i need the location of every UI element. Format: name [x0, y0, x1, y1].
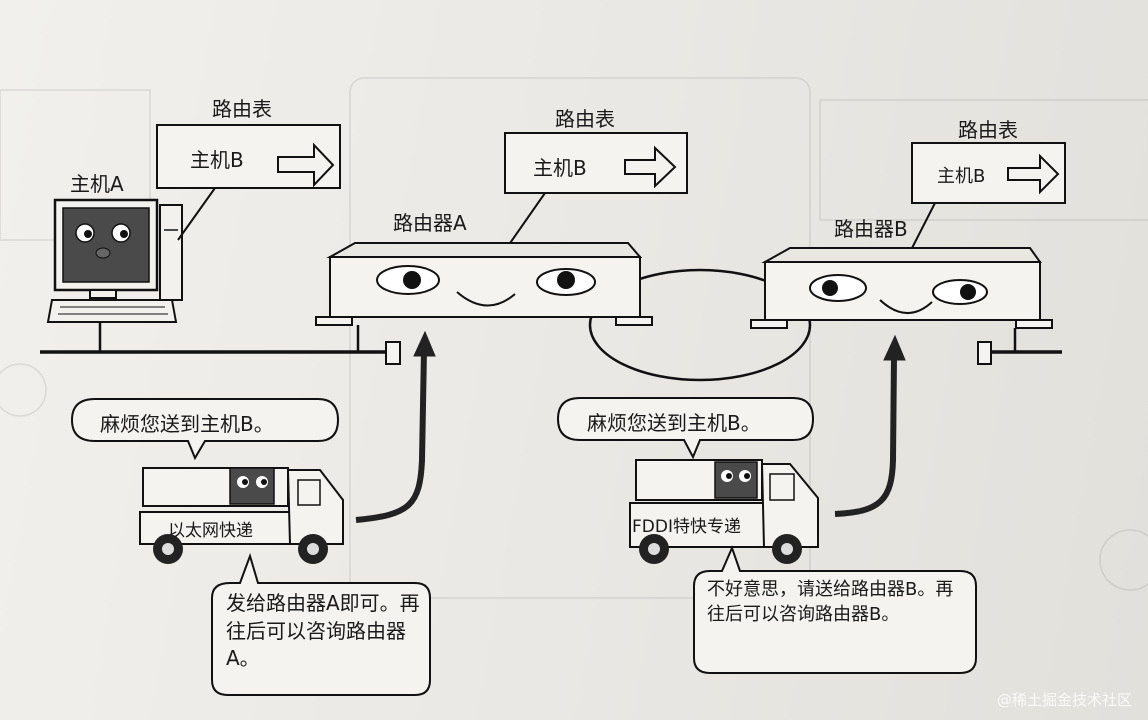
routing-table-2-entry: 主机B	[533, 156, 587, 180]
routing-table-1-entry: 主机B	[190, 148, 244, 172]
truck-2-reply-text: 不好意思，请送给路由器B。再往后可以咨询路由器B。	[707, 579, 954, 625]
fddi-ring	[588, 268, 812, 382]
routing-table-3-title: 路由表	[958, 118, 1018, 142]
reply-bubble-2	[693, 545, 977, 674]
terminator-b	[977, 341, 992, 365]
host-a-label: 主机A	[70, 172, 124, 196]
router-a-label: 路由器A	[393, 211, 467, 235]
router-b-label: 路由器B	[834, 217, 908, 241]
watermark: @稀土掘金技术社区	[996, 691, 1132, 709]
routing-table-2-title: 路由表	[555, 107, 615, 131]
truck-2-request-text: 麻烦您送到主机B。	[587, 411, 761, 435]
request-bubble-2	[556, 397, 815, 460]
request-bubble-1	[70, 398, 340, 461]
truck-fddi	[629, 459, 819, 564]
truck-2-company-label: FDDI特快专递	[632, 517, 741, 537]
router-b-device	[750, 247, 1053, 329]
router-a-device	[315, 242, 653, 326]
routing-table-1-title: 路由表	[212, 97, 272, 121]
truck-1-request-text: 麻烦您送到主机B。	[100, 412, 274, 436]
truck-1-reply-text: 发给路由器A即可。再往后可以咨询路由器A。	[226, 591, 420, 671]
routing-table-3-entry: 主机B	[937, 166, 986, 187]
truck-1-company-label: 以太网快递	[168, 521, 253, 541]
host-a-computer	[46, 198, 183, 323]
terminator-a	[385, 341, 401, 365]
routing-table-1-box	[156, 124, 341, 241]
delivery-arrow-b	[834, 355, 897, 517]
truck-ethernet	[139, 467, 344, 564]
reply-bubble-1	[211, 552, 431, 696]
routing-table-2-box	[504, 132, 688, 247]
delivery-arrow-a	[355, 349, 427, 523]
routing-table-3-box	[909, 142, 1066, 253]
